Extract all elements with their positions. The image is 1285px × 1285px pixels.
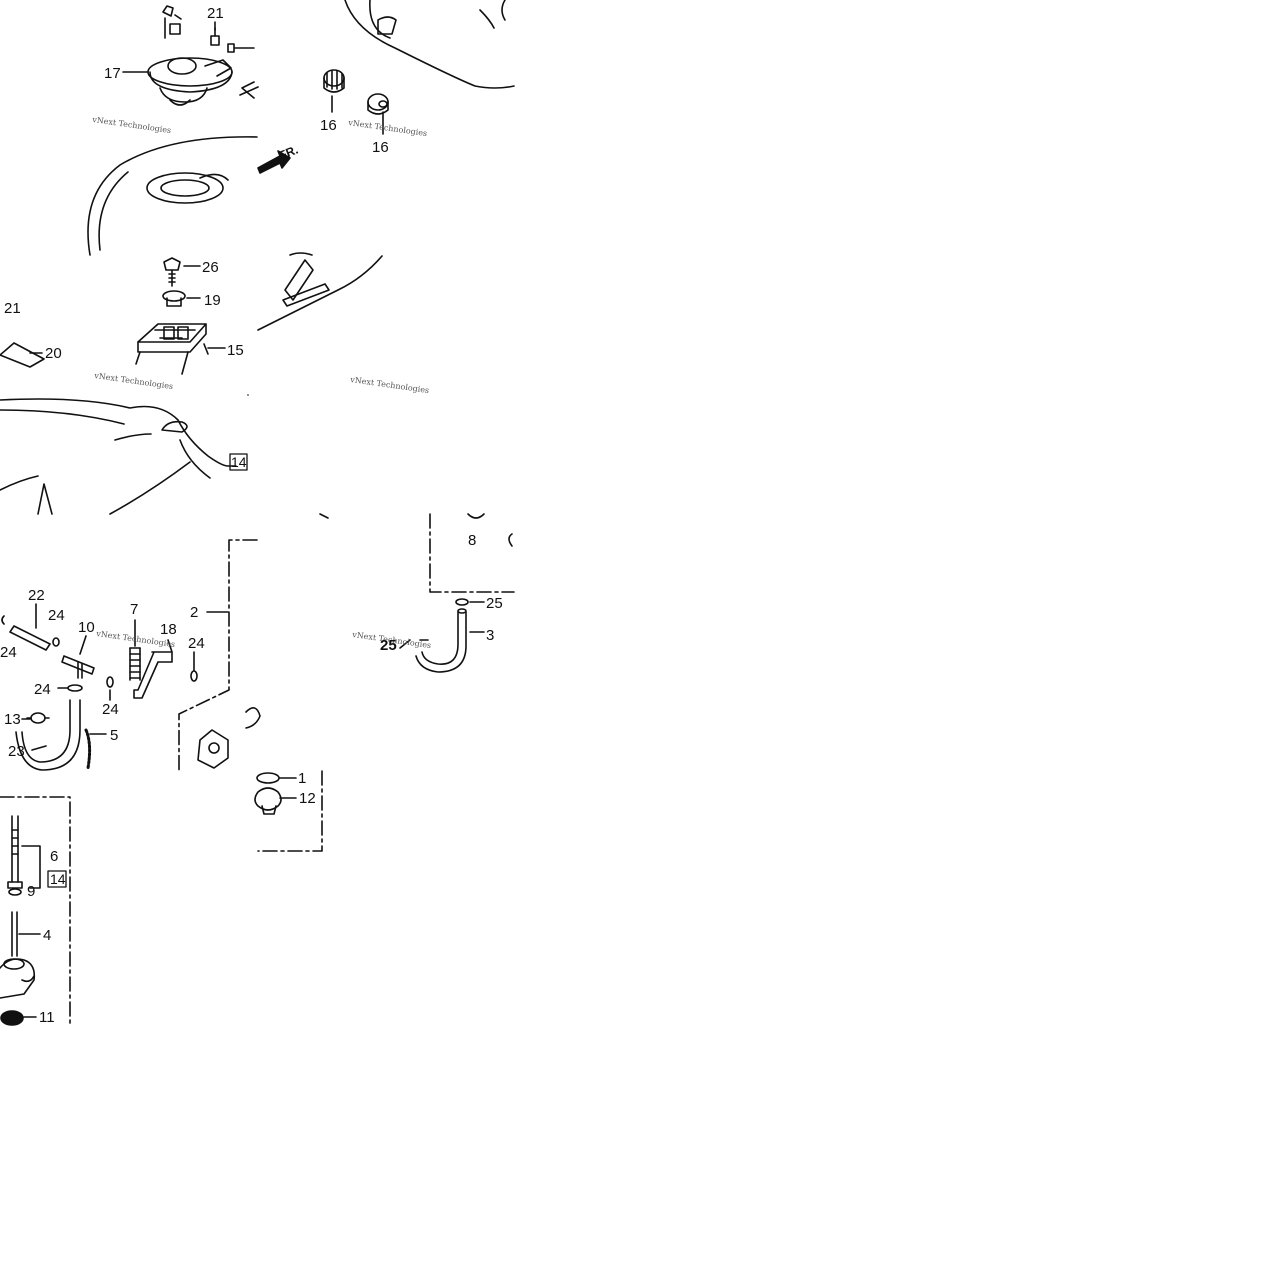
callout-24: 24 — [34, 681, 51, 698]
frame-bracket-line — [319, 513, 515, 593]
frame-bracket-left — [178, 539, 258, 771]
fuel-tank-body — [0, 398, 237, 515]
washer-9 — [8, 888, 22, 896]
seat-rubber-15 — [135, 323, 226, 375]
callout-22: 22 — [28, 587, 45, 604]
callout-24: 24 — [48, 607, 65, 624]
callout-8: 8 — [468, 532, 476, 549]
callout-16: 16 — [372, 139, 389, 156]
fuel-tank-top — [87, 136, 258, 256]
callout-1: 1 — [298, 770, 306, 787]
tank-mount-bracket — [257, 252, 383, 331]
rubber-cushion-1 — [323, 69, 345, 113]
callout-6: 6 — [50, 848, 58, 865]
callout-9: 9 — [27, 883, 35, 900]
watermark-text: vNext Technologies — [347, 118, 428, 138]
fuel-valve-body-top — [197, 707, 261, 769]
oring-1 — [256, 772, 297, 784]
callout-10: 10 — [78, 619, 95, 636]
boxed-callout-14b — [47, 870, 67, 888]
lever-10 — [61, 635, 95, 679]
collar-19 — [162, 290, 201, 307]
callout-24: 24 — [188, 635, 205, 652]
watermark-text: vNext Technologies — [91, 115, 172, 135]
callout-23: 23 — [8, 743, 25, 760]
fuel-cap-lock-assembly — [147, 5, 233, 106]
watermark-text: vNext Technologies — [93, 371, 174, 391]
callout-24: 24 — [102, 701, 119, 718]
cap-11 — [0, 1010, 37, 1026]
callout-4: 4 — [43, 927, 51, 944]
fuel-tube-23-5 — [15, 699, 107, 771]
callout-20: 20 — [45, 345, 62, 362]
callout-12: 12 — [299, 790, 316, 807]
pad-20 — [0, 342, 45, 368]
frame-bracket-lower — [257, 770, 323, 852]
bolt-6 — [7, 815, 41, 889]
callout-13: 13 — [4, 711, 21, 728]
bolt-26 — [163, 257, 201, 287]
front-arrow-icon — [257, 150, 291, 174]
callout-19: 19 — [204, 292, 221, 309]
callout-labels: 21 17 16 16 26 19 21 20 15 14 2 8 25 3 2… — [0, 5, 503, 1026]
callout-11: 11 — [39, 1009, 55, 1026]
callout-26: 26 — [202, 259, 219, 276]
callout-21: 21 — [207, 5, 224, 22]
callout-18: 18 — [160, 621, 177, 638]
boxed-callout-14a — [229, 453, 248, 471]
bolt-small — [210, 27, 255, 53]
spring-7 — [129, 619, 141, 681]
watermark-text: vNext Technologies — [349, 375, 430, 395]
callout-7: 7 — [130, 601, 138, 618]
callout-21: 21 — [4, 300, 21, 317]
clip-25 — [455, 598, 485, 606]
callout-24: 24 — [0, 644, 17, 661]
callout-15: 15 — [227, 342, 244, 359]
pin-22 — [9, 603, 51, 651]
callout-14: 14 — [231, 454, 247, 470]
direction-label: FR. — [277, 143, 300, 163]
callout-25: 25 — [486, 595, 503, 612]
filter-cup-12 — [254, 787, 297, 815]
callout-3: 3 — [486, 627, 494, 644]
callout-25: 25 — [380, 637, 397, 654]
oring-24-group — [52, 637, 198, 701]
fuel-tube-3 — [415, 608, 485, 673]
fuel-valve-body — [0, 911, 41, 999]
fuel-tank-rear — [239, 0, 515, 96]
callout-17: 17 — [104, 65, 121, 82]
callout-2: 2 — [190, 604, 198, 621]
watermarks: vNext Technologies vNext Technologies vN… — [91, 115, 432, 650]
crank-tube-18 — [133, 639, 173, 699]
rubber-cushion-2 — [367, 93, 389, 135]
callout-5: 5 — [110, 727, 118, 744]
callout-16: 16 — [320, 117, 337, 134]
clamp-13 — [21, 712, 50, 724]
frame-bracket-g — [0, 796, 71, 1028]
callout-14: 14 — [50, 871, 66, 887]
